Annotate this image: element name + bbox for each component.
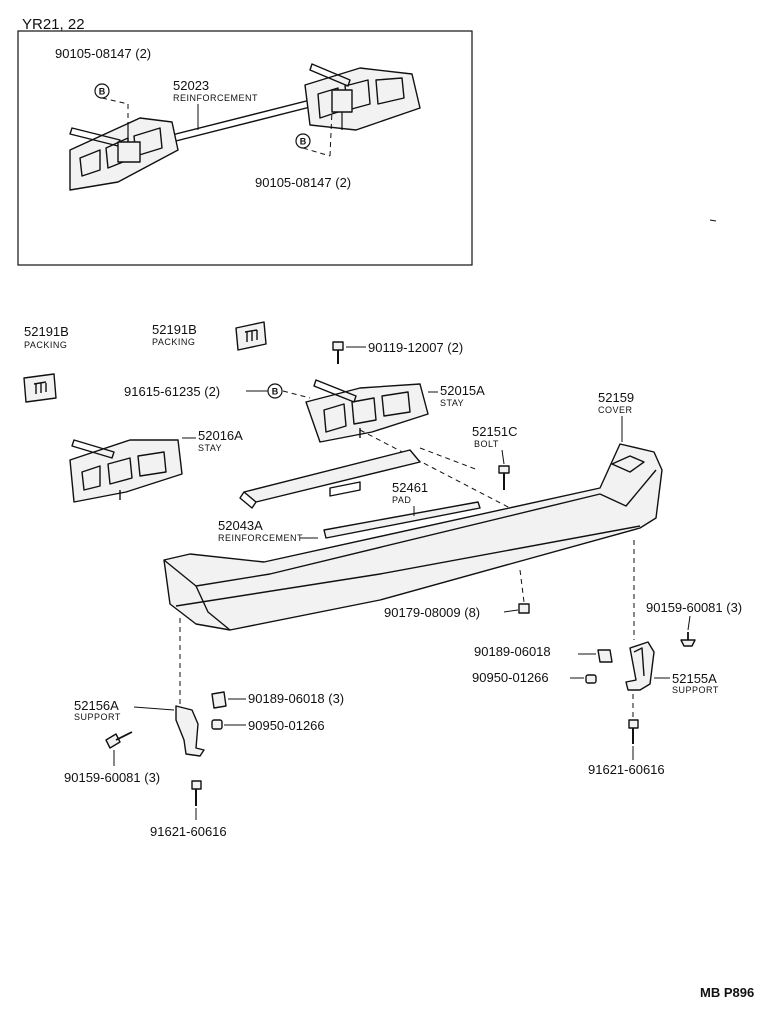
stay-left-number: 52016A: [198, 428, 243, 443]
screw-left: [105, 731, 133, 749]
inset-left-bracket: [69, 117, 179, 191]
bumper-cover: [163, 443, 663, 631]
bolt-center-number: 52151C: [472, 424, 518, 439]
bolt-center: [498, 465, 510, 490]
screw-left-label: 90159-60081 (3): [64, 770, 160, 785]
washer-left: [211, 719, 223, 730]
reinforcement-bar: [239, 449, 421, 509]
stay-left: [69, 439, 183, 503]
inset-reinforcement-name: REINFORCEMENT: [173, 93, 258, 103]
diagram-code: MB P896: [700, 985, 754, 1000]
pad: [323, 501, 481, 539]
inset-marker-b-top: B: [99, 87, 106, 97]
washer-left-label: 90950-01266: [248, 718, 325, 733]
washer-right: [585, 674, 597, 684]
support-right-number: 52155A: [672, 671, 717, 686]
model-label: YR21, 22: [22, 16, 85, 33]
inset-marker-b-bottom: B: [300, 137, 307, 147]
clip-right-label: 90189-06018: [474, 644, 551, 659]
clip-b-label: 91615-61235 (2): [124, 384, 220, 399]
clip-right: [597, 649, 613, 663]
nut-center-label: 90179-08009 (8): [384, 605, 480, 620]
packing-left: [23, 373, 57, 403]
nut-center: [518, 603, 530, 614]
stay-left-name: STAY: [198, 443, 222, 453]
inset-box: B B 90105-08147 (2) 52023 REINFORCEMENT …: [17, 30, 473, 266]
packing-right: [235, 321, 267, 351]
support-left: [175, 705, 205, 757]
inset-bolt-top-label: 90105-08147 (2): [55, 46, 151, 61]
clip-left-label: 90189-06018 (3): [248, 691, 344, 706]
bolt-top-label: 90119-12007 (2): [368, 340, 463, 355]
inset-reinforcement-number: 52023: [173, 78, 209, 93]
bolt-center-name: BOLT: [474, 439, 499, 449]
packing-left-number: 52191B: [24, 324, 69, 339]
pad-number: 52461: [392, 480, 428, 495]
bolt-left: [191, 780, 202, 806]
stay-right-number: 52015A: [440, 383, 485, 398]
support-right-name: SUPPORT: [672, 685, 719, 695]
support-left-number: 52156A: [74, 698, 119, 713]
inset-reinforcement-bar: [159, 94, 331, 146]
screw-right-label: 90159-60081 (3): [646, 600, 742, 615]
stay-right-name: STAY: [440, 398, 464, 408]
inset-right-bracket: [304, 63, 421, 131]
reinforcement-number: 52043A: [218, 518, 263, 533]
bolt-left-label: 91621-60616: [150, 824, 227, 839]
bolt-right: [628, 719, 639, 744]
support-right: [625, 641, 655, 691]
inset-bolt-bottom-label: 90105-08147 (2): [255, 175, 351, 190]
cover-number: 52159: [598, 390, 634, 405]
bolt-right-label: 91621-60616: [588, 762, 665, 777]
pad-name: PAD: [392, 495, 411, 505]
packing-left-name: PACKING: [24, 340, 67, 350]
screw-right: [680, 632, 696, 647]
clip-left: [211, 691, 227, 709]
marker-b: B: [272, 387, 279, 397]
support-left-name: SUPPORT: [74, 712, 121, 722]
packing-right-name: PACKING: [152, 337, 195, 347]
bolt-top: [332, 341, 344, 364]
reinforcement-name: REINFORCEMENT: [218, 533, 303, 543]
stay-right: [305, 379, 429, 443]
washer-right-label: 90950-01266: [472, 670, 549, 685]
cover-name: COVER: [598, 405, 633, 415]
packing-right-number: 52191B: [152, 322, 197, 337]
